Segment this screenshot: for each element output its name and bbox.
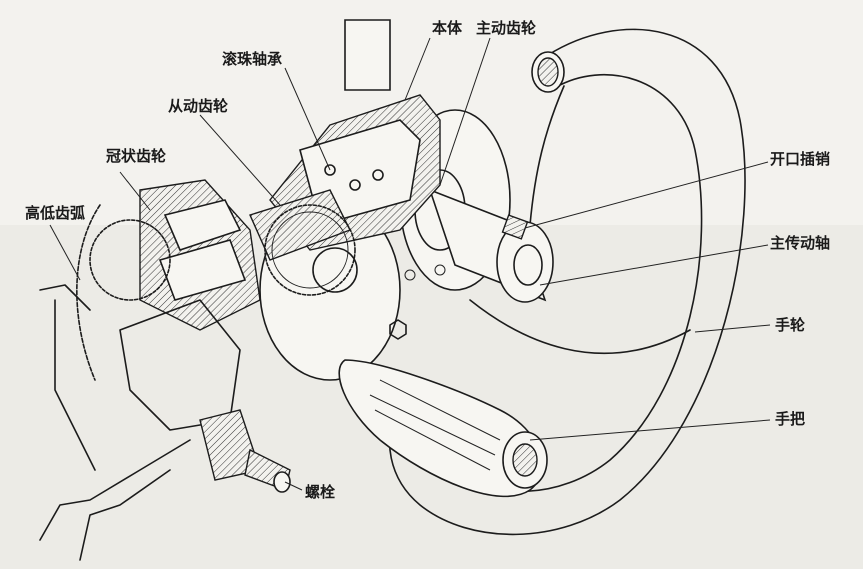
- elevating-arc: [39, 204, 191, 561]
- label-ball-bearing: 滚珠轴承: [222, 50, 282, 68]
- driven-gear: [264, 204, 356, 296]
- label-handwheel: 手轮: [775, 316, 805, 334]
- handwheel: [388, 28, 746, 536]
- leader-lines: [49, 37, 771, 491]
- label-body: 本体: [432, 19, 463, 37]
- handle: [338, 359, 548, 498]
- main-shaft: [428, 188, 554, 303]
- label-driven-gear: 从动齿轮: [168, 97, 228, 115]
- label-elevating-arc: 高低齿弧: [25, 204, 85, 222]
- housing: [249, 19, 441, 261]
- label-bolt: 螺栓: [305, 483, 335, 501]
- label-crown-gear: 冠状齿轮: [106, 147, 166, 165]
- label-main-shaft: 主传动轴: [770, 234, 830, 252]
- label-driving-gear: 主动齿轮: [476, 19, 536, 37]
- gearbox: [89, 179, 291, 493]
- label-split-pin: 开口插销: [770, 150, 830, 168]
- label-handle: 手把: [775, 410, 805, 428]
